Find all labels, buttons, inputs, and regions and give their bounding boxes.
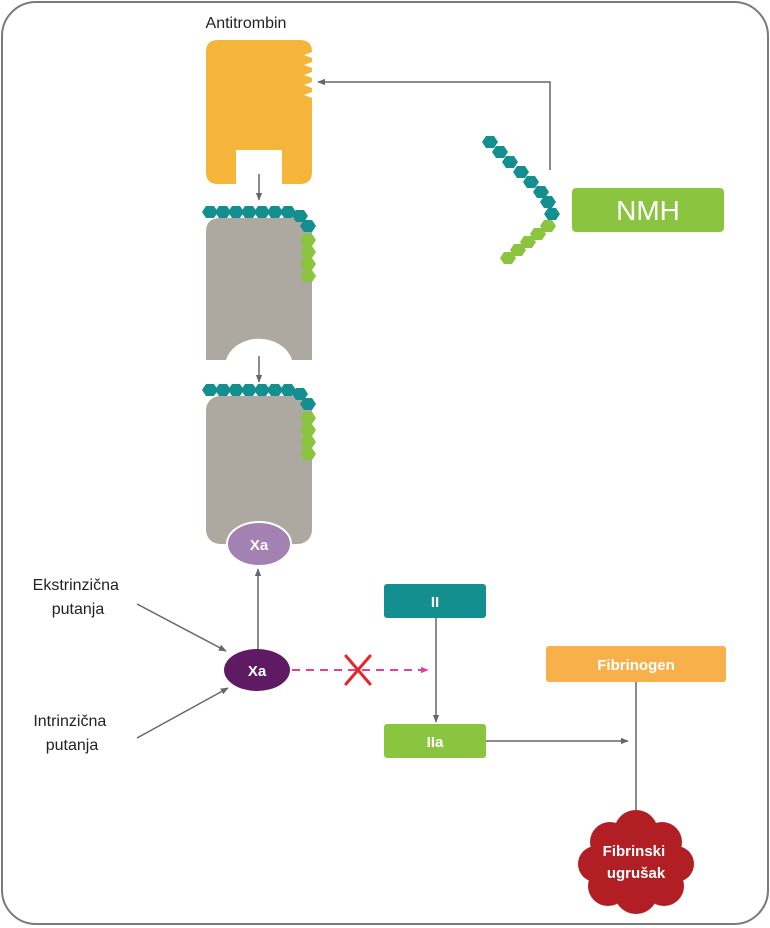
xa-complex-heparin-chain-green [300,412,316,460]
xa-free-label: Xa [248,663,267,680]
antithrombin-heparin-complex [206,218,312,360]
nmh-box [572,188,724,232]
ekstrinzicna-line-1: Ekstrinzična [33,577,119,594]
xa-bound-ellipse [226,521,292,567]
fibrinski-ugrusak-label: Fibrinski ugrušak [603,843,670,882]
iia-label: IIa [427,734,444,751]
fibrin-clot-cloud [578,810,694,914]
intrinzicna-label: Intrinzična putanja [33,713,110,754]
fibrinski-line-1: Fibrinski [603,843,666,860]
antithrombin-binding-notches [304,52,312,98]
antithrombin-shape [206,40,312,184]
xa-complex-heparin-chain-teal [202,384,316,410]
fibrinogen-box [546,646,726,682]
ii-box [384,584,486,618]
complex-heparin-chain-teal [202,206,316,232]
ekstrinzicna-label: Ekstrinzična putanja [33,577,124,618]
arrow-intrinzicna-to-xa [136,687,229,739]
intrinzicna-line-2: putanja [46,737,99,754]
fibrinski-line-2: ugrušak [607,865,666,882]
ii-label: II [431,594,439,611]
arrow-nmh-to-antitrombin [317,78,551,170]
ekstrinzicna-line-2: putanja [52,601,105,618]
antithrombin-heparin-xa-complex [206,396,312,544]
iia-box [384,724,486,758]
nmh-heparin-chain [482,136,560,264]
fibrinogen-label: Fibrinogen [597,657,675,674]
arrow-ekstrinzicna-to-xa [136,603,227,652]
xa-bound-label: Xa [250,537,269,554]
xa-free-ellipse [224,649,290,691]
complex-heparin-chain-green [300,234,316,282]
nmh-label: NMH [616,195,680,226]
antitrombin-label: Antitrombin [206,15,287,32]
inhibition-cross-icon [344,654,372,686]
intrinzicna-line-1: Intrinzična [33,713,106,730]
